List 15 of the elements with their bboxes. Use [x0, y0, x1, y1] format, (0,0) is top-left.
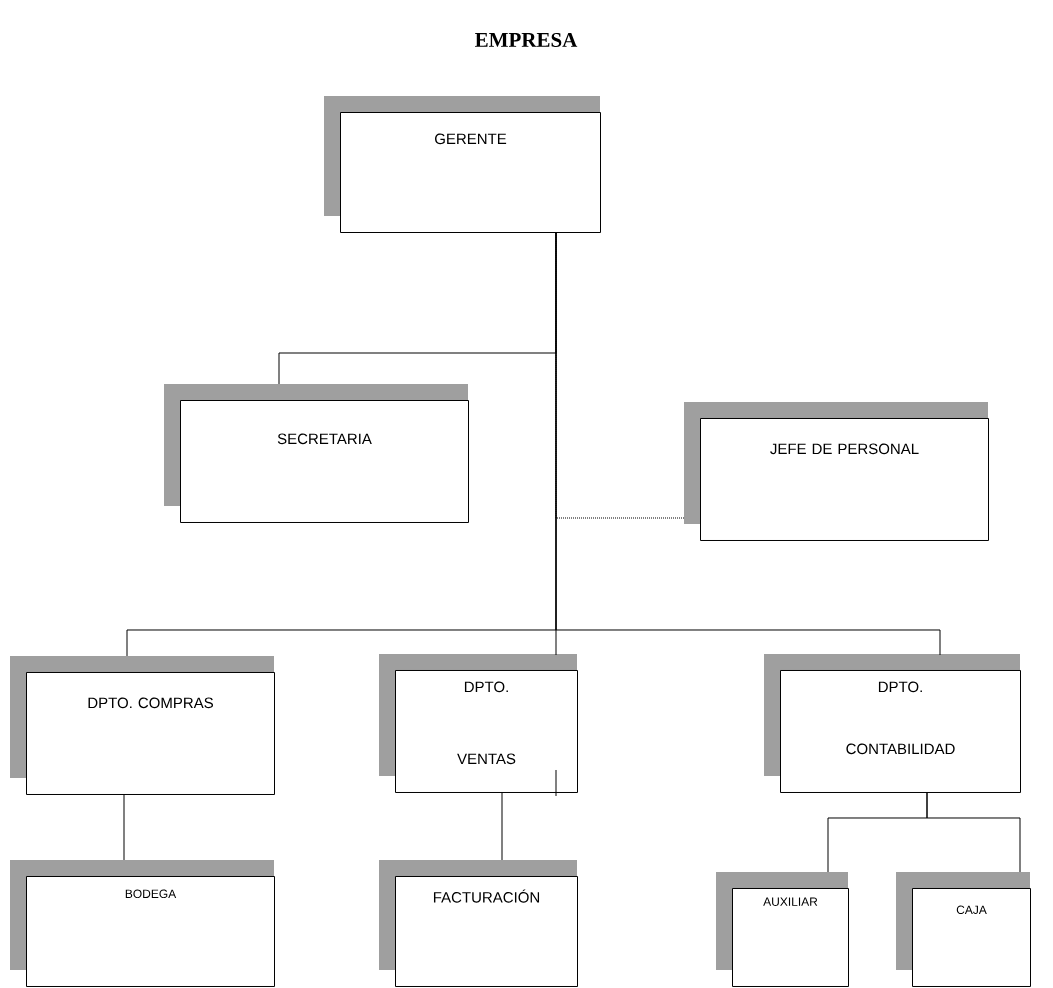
connector-line — [123, 794, 125, 861]
org-box: GERENTE — [324, 96, 601, 233]
org-box: DPTO. COMPRAS — [10, 656, 275, 795]
org-box: FACTURACIÓN — [379, 860, 578, 987]
org-box: DPTO. VENTAS — [379, 654, 578, 793]
org-box: SECRETARIA — [164, 384, 469, 523]
connector-line — [926, 792, 1021, 873]
org-box: BODEGA — [10, 860, 275, 987]
connector-line — [501, 792, 503, 861]
connector-line — [555, 232, 941, 656]
org-box: DPTO. CONTABILIDAD — [764, 654, 1021, 793]
org-box: AUXILIAR — [716, 872, 849, 987]
org-box: JEFE DE PERSONAL — [684, 402, 989, 541]
title: EMPRESA — [475, 32, 578, 48]
org-box: CAJA — [896, 872, 1031, 987]
